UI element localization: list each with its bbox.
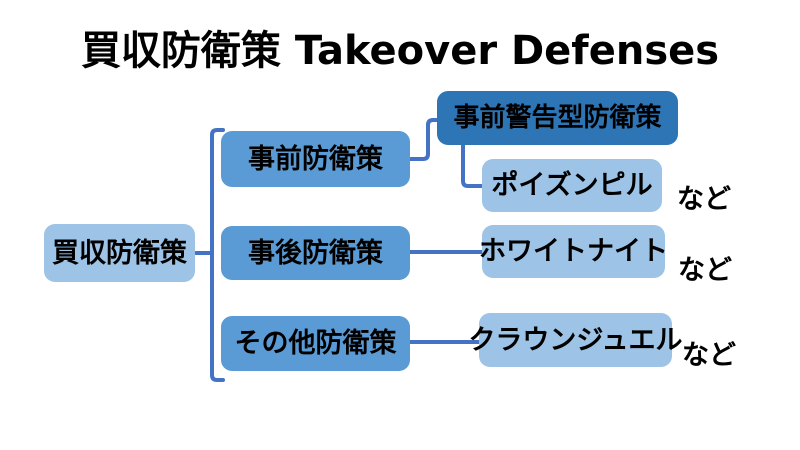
node-poison-pill-label: ポイズンピル (491, 170, 653, 201)
etc-label-crown-jewel: など (682, 340, 736, 371)
node-pre-defense-label: 事前防衛策 (248, 143, 383, 175)
node-takeover-defenses-root: 買収防衛策 (44, 224, 195, 282)
node-post-defense: 事後防衛策 (221, 226, 410, 280)
node-advance-warning-defense: 事前警告型防衛策 (437, 91, 678, 145)
page-title: 買収防衛策 Takeover Defenses (80, 28, 720, 74)
node-white-knight-label: ホワイトナイト (479, 236, 668, 267)
node-other-defense: その他防衛策 (221, 316, 410, 371)
connector-elbow-poison-pill (461, 143, 484, 188)
etc-label-white-knight: など (678, 255, 732, 286)
node-root-label: 買収防衛策 (52, 237, 187, 269)
connector-bracket (210, 128, 225, 382)
node-poison-pill: ポイズンピル (482, 159, 662, 212)
node-crown-jewel-label: クラウンジュエル (468, 324, 683, 356)
node-pre-defense: 事前防衛策 (221, 131, 410, 187)
node-advance-warning-label: 事前警告型防衛策 (453, 103, 662, 133)
node-white-knight: ホワイトナイト (479, 225, 668, 278)
node-other-defense-label: その他防衛策 (234, 328, 397, 359)
etc-label-poison-pill: など (677, 184, 731, 215)
node-crown-jewel: クラウンジュエル (468, 313, 683, 367)
node-post-defense-label: 事後防衛策 (248, 237, 383, 269)
connector-elbow-advance-warning (408, 118, 439, 161)
